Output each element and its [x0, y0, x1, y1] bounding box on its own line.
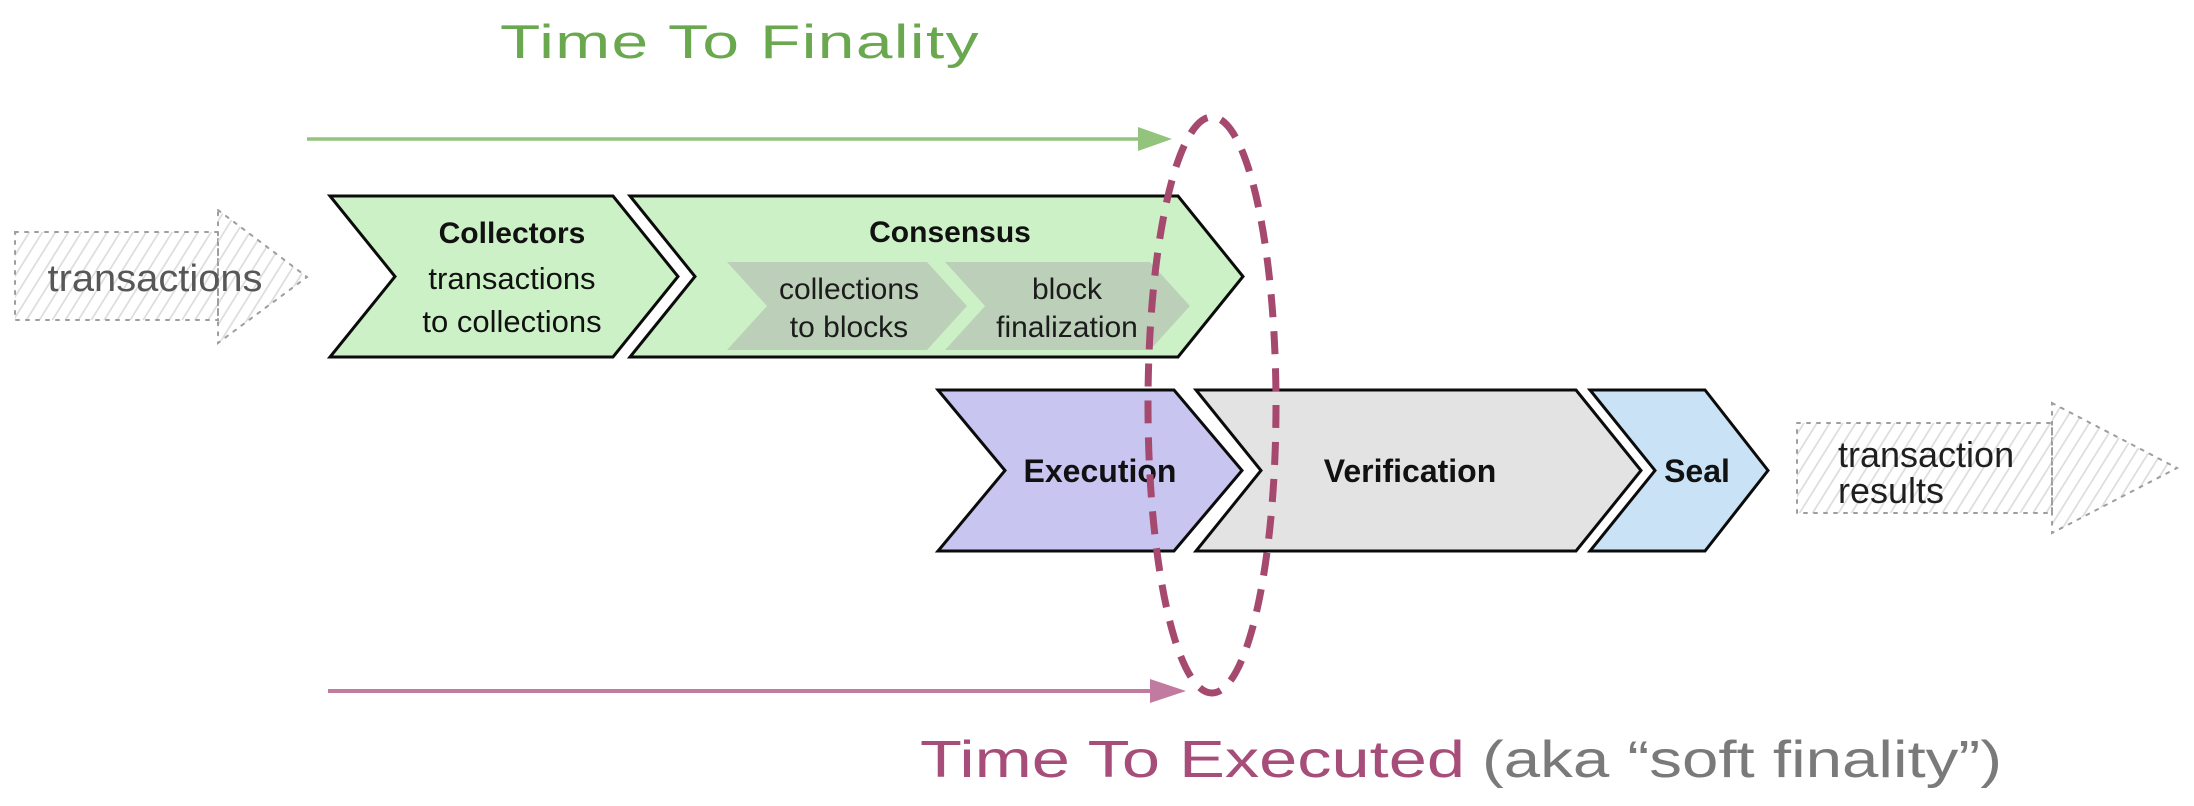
pipeline-row-2: Execution Verification Seal: [934, 388, 1770, 553]
input-arrowhead-icon: [217, 207, 309, 345]
consensus-sub2-line1: block: [1032, 273, 1103, 306]
execution-chevron: [934, 388, 1244, 553]
collectors-line2: to collections: [422, 304, 601, 339]
transaction-results-output-arrow: transaction results: [1796, 401, 2180, 535]
consensus-title: Consensus: [869, 216, 1031, 249]
seal-chevron: [1586, 388, 1770, 553]
block-finalization-subchevron: [945, 262, 1190, 350]
pipeline-row-1: Collectors transactions to collections C…: [326, 194, 1245, 359]
output-arrow-label-line1: transaction: [1838, 434, 2014, 475]
seal-label: Seal: [1664, 453, 1730, 489]
collections-to-blocks-subchevron: [727, 262, 967, 350]
output-arrowhead-icon: [2051, 401, 2180, 535]
finality-boundary-ellipse: [1144, 113, 1280, 697]
green-arrowhead-icon: [1138, 127, 1172, 151]
time-to-executed-title: Time To Executed: [920, 731, 1465, 789]
verification-label: Verification: [1324, 453, 1497, 489]
soft-finality-subtitle: (aka “soft finality”): [1482, 731, 2002, 789]
collectors-chevron: [326, 194, 680, 359]
time-to-executed-arrow: [328, 679, 1186, 703]
input-arrow-body: [14, 231, 219, 321]
consensus-sub1-line2: to blocks: [790, 311, 908, 344]
collectors-line1: transactions: [428, 261, 595, 296]
input-arrow-label: transactions: [48, 258, 263, 300]
collectors-title: Collectors: [439, 217, 586, 250]
pink-arrowhead-icon: [1150, 679, 1186, 703]
time-to-finality-title: Time To Finality: [500, 15, 980, 68]
output-arrow-label-line2: results: [1838, 470, 1944, 511]
verification-chevron: [1192, 388, 1643, 553]
time-to-finality-arrow: [307, 127, 1172, 151]
consensus-sub2-line2: finalization: [996, 311, 1138, 344]
consensus-sub1-line1: collections: [779, 273, 919, 306]
transactions-input-arrow: transactions: [14, 207, 309, 345]
